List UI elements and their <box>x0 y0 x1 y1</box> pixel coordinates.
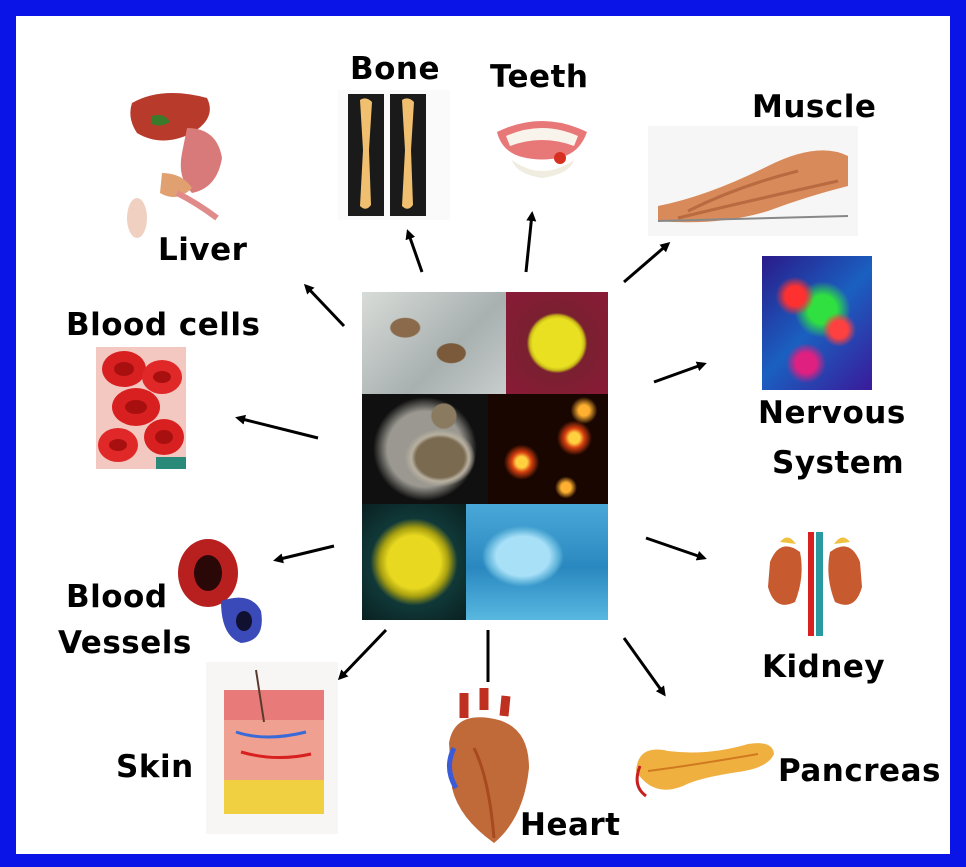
arrow-to-nervous-system <box>654 364 704 382</box>
label-heart: Heart <box>520 806 621 845</box>
label-blood-vessels-line-2: Vessels <box>58 624 192 663</box>
label-pancreas: Pancreas <box>778 752 941 791</box>
arrow-to-liver <box>306 286 344 326</box>
diagram-canvas: Bone Teeth Muscle Liver Blood cells Nerv… <box>16 16 950 854</box>
label-kidney: Kidney <box>762 648 885 687</box>
arrow-to-blood-cells <box>238 418 318 438</box>
arrow-to-blood-vessels <box>276 546 334 560</box>
label-skin: Skin <box>116 748 194 787</box>
label-bone: Bone <box>350 50 440 89</box>
arrow-to-bone <box>408 232 422 272</box>
label-muscle: Muscle <box>752 88 876 127</box>
arrow-to-teeth <box>526 214 532 272</box>
arrows-layer <box>16 16 950 854</box>
label-liver: Liver <box>158 231 247 270</box>
label-blood-cells: Blood cells <box>66 306 260 345</box>
arrow-to-kidney <box>646 538 704 558</box>
label-nervous-line-1: Nervous <box>758 394 906 433</box>
label-nervous-line-2: System <box>772 444 904 483</box>
arrow-to-pancreas <box>624 638 664 694</box>
label-blood-vessels-line-1: Blood <box>66 578 168 617</box>
arrow-to-muscle <box>624 244 668 282</box>
label-teeth: Teeth <box>490 58 588 97</box>
arrow-to-skin <box>340 630 386 678</box>
